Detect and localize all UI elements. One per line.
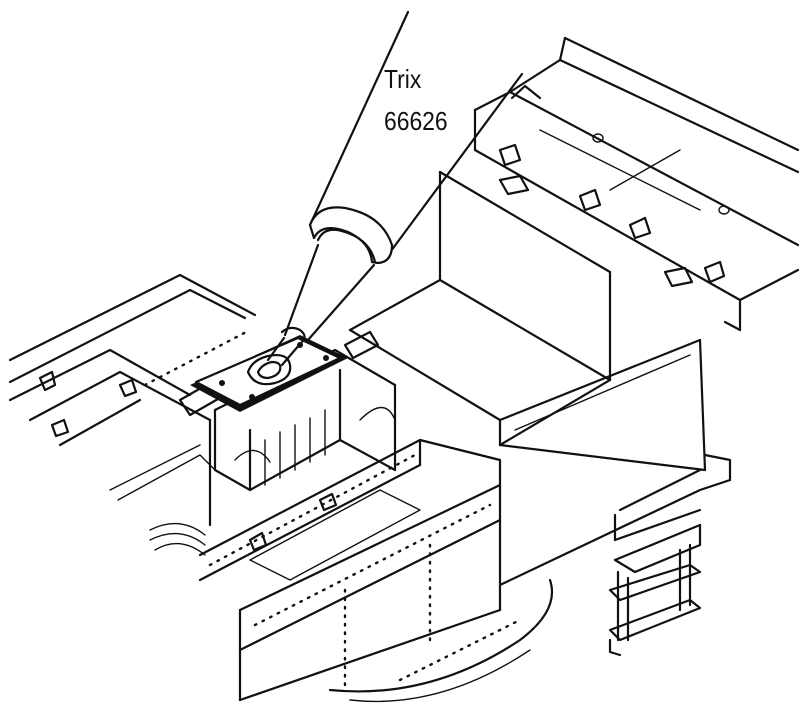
body-well — [348, 170, 707, 472]
rear-deck — [473, 36, 800, 332]
frame-side — [198, 438, 554, 703]
callout-label-line2: 66626 — [384, 106, 448, 136]
left-cab-box — [8, 273, 257, 556]
callout-label-line1: Trix — [384, 64, 422, 94]
grease-tube — [266, 10, 524, 367]
contact-plate — [190, 335, 348, 412]
end-beam-steps — [498, 453, 732, 657]
